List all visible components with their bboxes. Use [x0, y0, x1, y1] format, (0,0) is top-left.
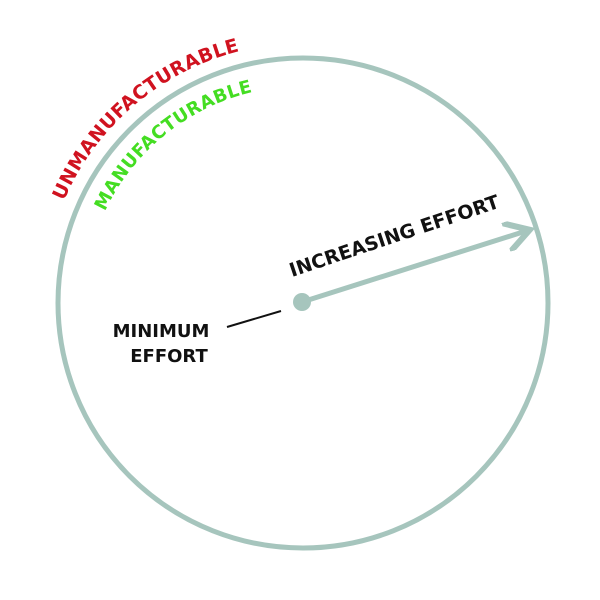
minimum-effort-dot: [293, 293, 311, 311]
increasing-effort-label: INCREASING EFFORT: [287, 191, 503, 282]
minimum-effort-label-line2: EFFORT: [130, 346, 208, 367]
minimum-effort-label-line1: MINIMUM: [113, 321, 210, 342]
minimum-effort-leader-line: [226, 310, 282, 328]
increasing-effort-arrow: [301, 231, 526, 305]
feasibility-boundary-circle: [55, 55, 551, 551]
